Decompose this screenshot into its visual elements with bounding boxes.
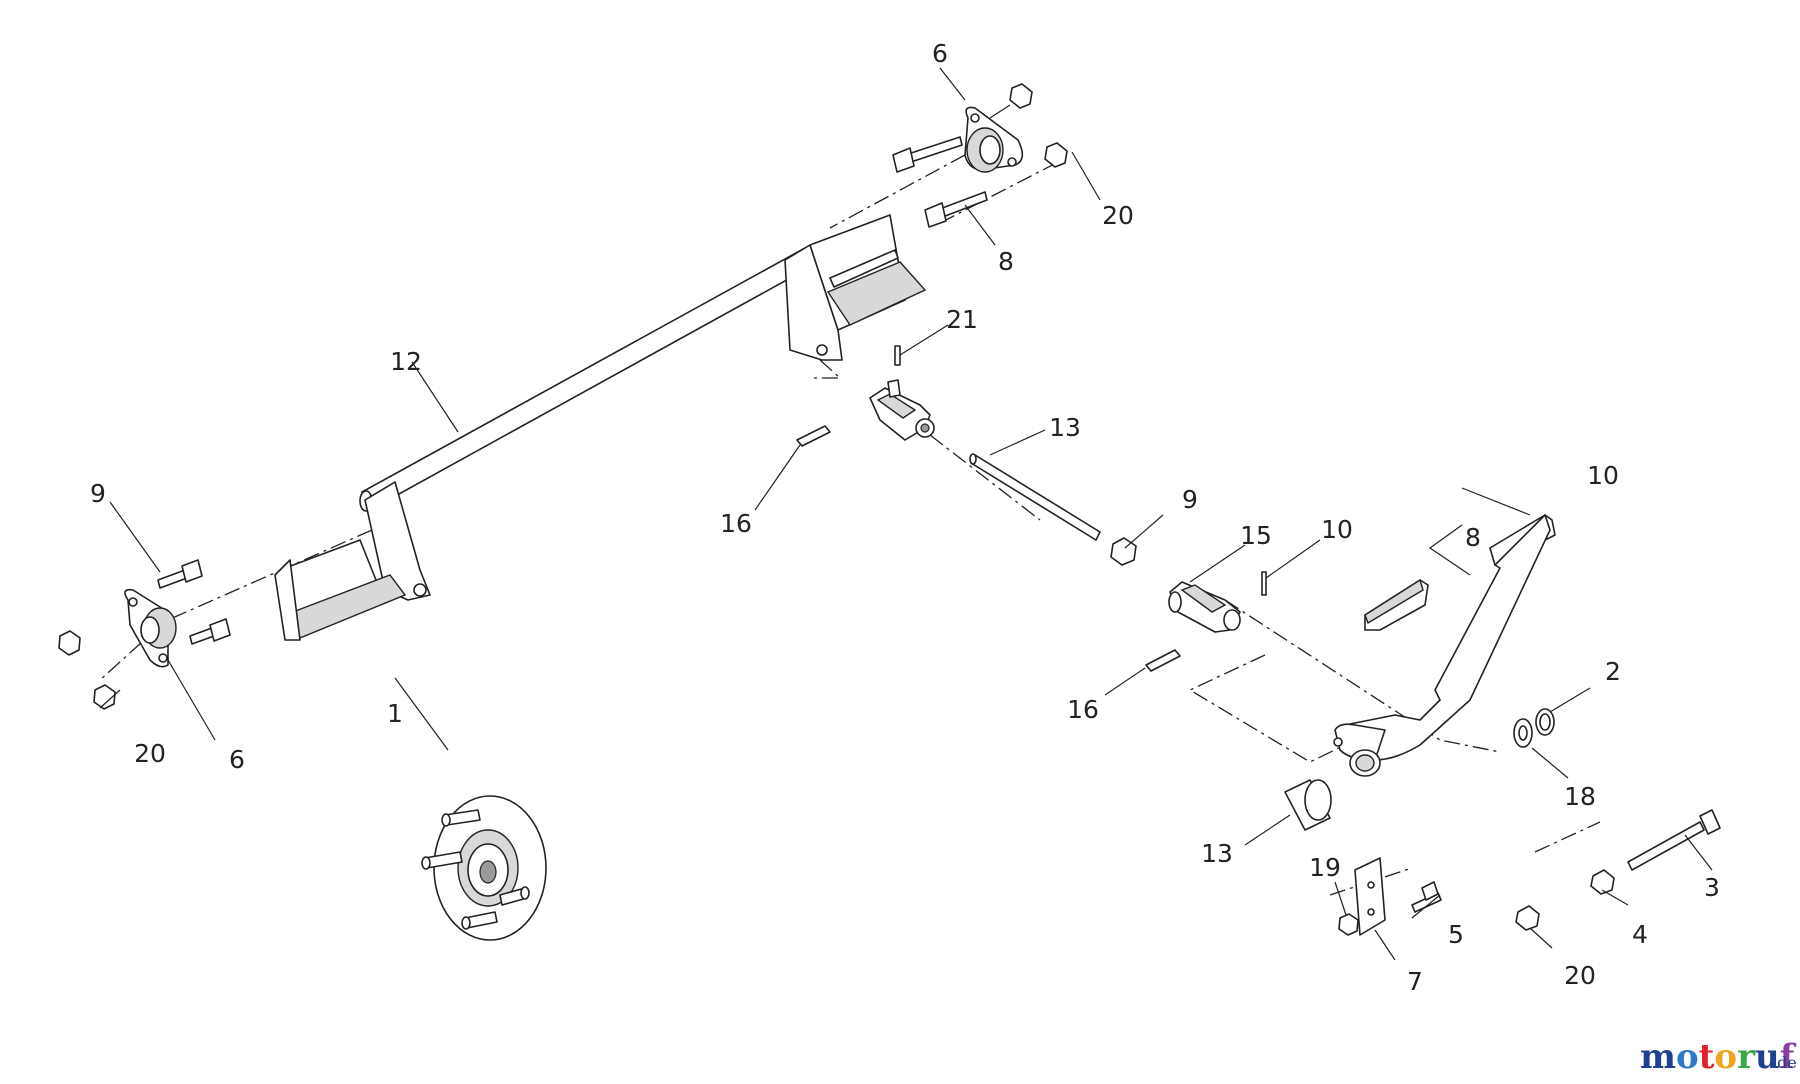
label-12: 10 (1587, 461, 1619, 490)
clevis-lower (1145, 571, 1267, 672)
label-7: 7 (1407, 967, 1423, 996)
label-11: 9 (1182, 485, 1198, 514)
label-19: 19 (1309, 853, 1341, 882)
label-16-left: 16 (720, 509, 752, 538)
motoruf-watermark: motoruf .de (1640, 1037, 1797, 1077)
label-16-right: 16 (1067, 695, 1099, 724)
watermark-letter: m (1640, 1037, 1676, 1077)
long-bolt-set (1515, 809, 1721, 931)
label-6-left: 6 (229, 745, 245, 774)
label-20-left: 20 (134, 739, 166, 768)
label-3: 3 (1704, 873, 1720, 902)
label-9-top: 8 (998, 247, 1014, 276)
washers (1513, 708, 1555, 748)
pedal-arm (1333, 514, 1556, 777)
watermark-suffix: .de (1772, 1053, 1797, 1072)
watermark-letter: u (1755, 1037, 1780, 1077)
watermark-letter: r (1737, 1037, 1756, 1077)
label-17: 15 (1240, 521, 1272, 550)
bushing (1284, 779, 1332, 831)
leader-lines (99, 67, 1713, 961)
label-4: 4 (1632, 920, 1648, 949)
nut-11 (1110, 537, 1137, 566)
label-5: 5 (1448, 920, 1464, 949)
label-8: 8 (1465, 523, 1481, 552)
axle-shaft-assembly (274, 214, 927, 641)
label-2: 2 (1605, 657, 1621, 686)
label-10: 10 (1321, 515, 1353, 544)
assembly-centerlines (99, 154, 1601, 896)
label-15: 13 (1049, 413, 1081, 442)
svg-text:motoruf: motoruf (1640, 1037, 1797, 1077)
label-21: 21 (946, 305, 978, 334)
clevis-upper (796, 345, 935, 447)
watermark-letter: t (1699, 1037, 1715, 1077)
flange-bearing-top (892, 83, 1068, 228)
label-14: 12 (390, 347, 422, 376)
watermark-letter: f (1780, 1037, 1797, 1077)
label-20-top: 20 (1102, 201, 1134, 230)
label-13: 13 (1201, 839, 1233, 868)
flange-bearing-left (58, 559, 231, 710)
watermark-letter: o (1714, 1037, 1737, 1077)
wheel-hub (421, 795, 547, 941)
label-20-bottom: 20 (1564, 961, 1596, 990)
label-9-left: 9 (90, 479, 106, 508)
stop-bracket (1338, 857, 1442, 936)
push-rod (969, 453, 1101, 541)
watermark-letter: o (1676, 1037, 1699, 1077)
label-1: 1 (387, 699, 403, 728)
part-number-labels: 6 20 8 21 12 13 10 9 9 10 15 8 16 2 16 1… (90, 39, 1720, 996)
label-18: 18 (1564, 782, 1596, 811)
pedal-pad-face (1364, 578, 1424, 625)
label-6-top: 6 (932, 39, 948, 68)
